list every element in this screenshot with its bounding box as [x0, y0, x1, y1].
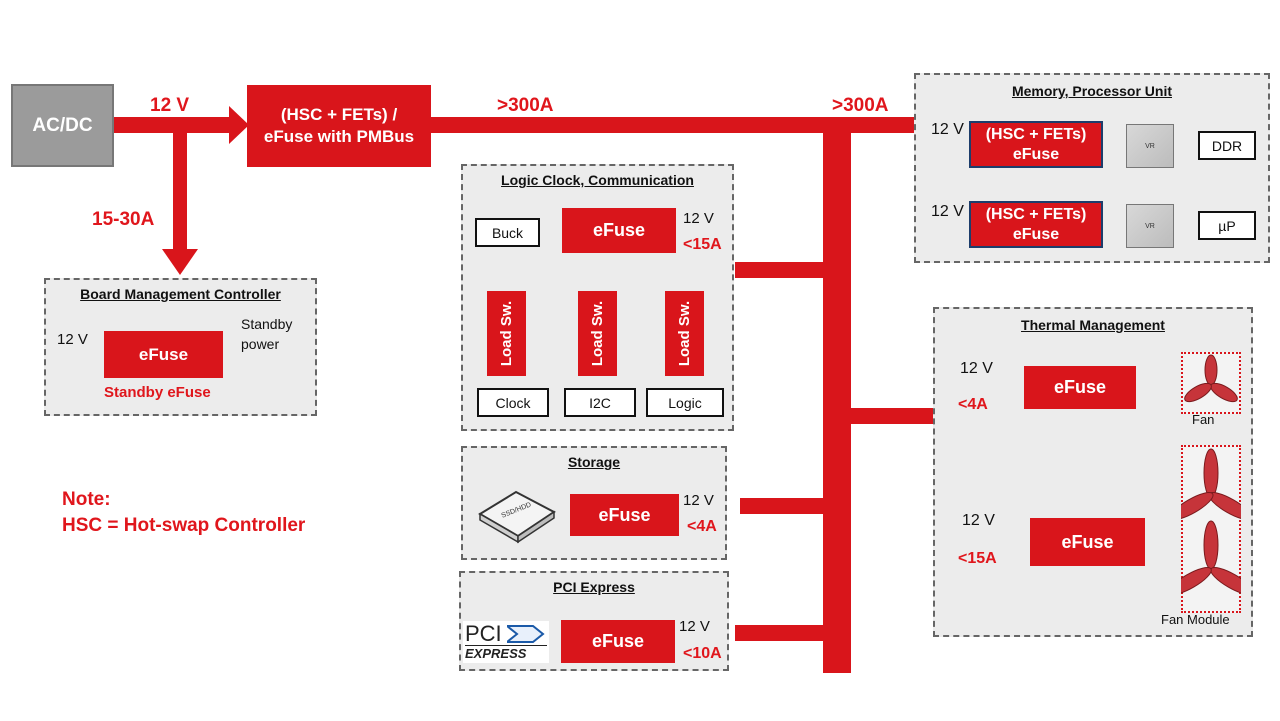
output-i2c: I2C [564, 388, 636, 417]
memory-title: Memory, Processor Unit [1011, 83, 1172, 99]
vr-label: VR [1145, 222, 1155, 230]
main-current-label-2: >300A [832, 95, 889, 116]
main-hsc-block: (HSC + FETs) / eFuse with PMBus [247, 85, 431, 167]
output-logic-label: Logic [668, 394, 702, 411]
memory-row1-vr: VR [1126, 124, 1174, 168]
output-i2c-label: I2C [589, 394, 611, 411]
storage-efuse-label: eFuse [598, 504, 651, 525]
storage-voltage: 12 V [683, 492, 714, 509]
load-switch-label: Load Sw. [589, 300, 606, 367]
memory-row2-fuse-label: (HSC + FETs) eFuse [985, 205, 1087, 243]
load-switch-label: Load Sw. [498, 300, 515, 367]
branch-pcie [735, 625, 830, 641]
storage-title: Storage [567, 454, 621, 470]
pcie-title: PCI Express [553, 579, 635, 595]
bmc-efuse-label: eFuse [138, 344, 189, 364]
main-current-label-1: >300A [497, 95, 554, 116]
load-switch-i2c: Load Sw. [578, 291, 617, 376]
pcie-efuse: eFuse [561, 620, 675, 663]
pcie-logo: PCI EXPRESS [463, 621, 549, 663]
bmc-voltage: 12 V [57, 331, 88, 348]
main-bus [430, 117, 915, 133]
pcie-logo-text: PCI [465, 621, 502, 646]
bus-voltage-label: 12 V [150, 95, 190, 116]
branch-thermal [845, 408, 935, 424]
bmc-efuse: eFuse [104, 331, 223, 378]
buck-label: Buck [491, 224, 524, 241]
trunk-right [839, 125, 851, 673]
pcie-voltage: 12 V [679, 618, 710, 635]
storage-current: <4A [687, 518, 717, 535]
ddr-label: DDR [1211, 137, 1243, 154]
memory-row2-fuse: (HSC + FETs) eFuse [969, 201, 1103, 248]
bmc-title: Board Management Controller [80, 286, 281, 302]
storage-efuse: eFuse [570, 494, 679, 536]
pcie-current: <10A [683, 645, 722, 662]
fan-module-icon [1181, 448, 1241, 595]
arrow-to-bmc [162, 249, 198, 275]
thermal-title: Thermal Management [1021, 317, 1165, 333]
output-logic: Logic [646, 388, 724, 417]
acdc-source: AC/DC [11, 84, 114, 167]
memory-row2-voltage: 12 V [931, 203, 964, 220]
fan-efuse: eFuse [1024, 366, 1136, 409]
load-switch-clock: Load Sw. [487, 291, 526, 376]
main-hsc-label: (HSC + FETs) / eFuse with PMBus [263, 105, 415, 146]
fan-voltage: 12 V [960, 360, 993, 377]
microprocessor-block: µP [1198, 211, 1256, 240]
note-line-2: HSC = Hot-swap Controller [62, 515, 306, 536]
pcie-efuse-label: eFuse [591, 631, 645, 651]
output-clock: Clock [477, 388, 549, 417]
memory-row1-voltage: 12 V [931, 121, 964, 138]
note: Note: HSC = Hot-swap Controller [62, 487, 305, 539]
logic-efuse: eFuse [562, 208, 676, 253]
fan-module-label: Fan Module [1161, 612, 1230, 627]
fan-module-voltage: 12 V [962, 512, 995, 529]
fan-current: <4A [958, 396, 988, 413]
memory-row2-vr: VR [1126, 204, 1174, 248]
acdc-label: AC/DC [32, 114, 93, 136]
arrow-to-hsc [229, 106, 249, 144]
pcie-logo-subtext: EXPRESS [465, 645, 547, 661]
logic-current: <15A [683, 236, 722, 253]
fan-module-current: <15A [958, 550, 997, 567]
fan-efuse-label: eFuse [1053, 377, 1107, 397]
fan-label: Fan [1192, 412, 1215, 427]
buck-converter: Buck [475, 218, 540, 247]
logic-voltage: 12 V [683, 210, 714, 227]
vr-label: VR [1145, 142, 1155, 150]
pcie-chevron-icon [507, 625, 545, 643]
memory-row1-fuse: (HSC + FETs) eFuse [969, 121, 1103, 168]
memory-row1-fuse-label: (HSC + FETs) eFuse [985, 125, 1087, 163]
note-line-1: Note: [62, 489, 111, 510]
fan-module-efuse: eFuse [1030, 518, 1145, 566]
fan-module-efuse-label: eFuse [1061, 531, 1114, 552]
ssd-hdd-icon: SSD/HDD [478, 490, 556, 544]
logic-title: Logic Clock, Communication [501, 172, 694, 188]
load-switch-logic: Load Sw. [665, 291, 704, 376]
bmc-output: Standby power [241, 316, 293, 352]
output-clock-label: Clock [495, 394, 531, 411]
branch-logic [735, 262, 830, 278]
ddr-block: DDR [1198, 131, 1256, 160]
load-switch-label: Load Sw. [676, 300, 693, 367]
bmc-caption: Standby eFuse [104, 384, 211, 401]
bus-acdc-hsc [113, 117, 231, 133]
bus-to-bmc [173, 125, 187, 251]
trunk-left [823, 125, 839, 673]
logic-efuse-label: eFuse [592, 220, 646, 240]
microprocessor-label: µP [1218, 217, 1236, 234]
branch-storage [740, 498, 828, 514]
bmc-branch-current-label: 15-30A [92, 209, 155, 230]
fan-icon [1184, 354, 1238, 403]
